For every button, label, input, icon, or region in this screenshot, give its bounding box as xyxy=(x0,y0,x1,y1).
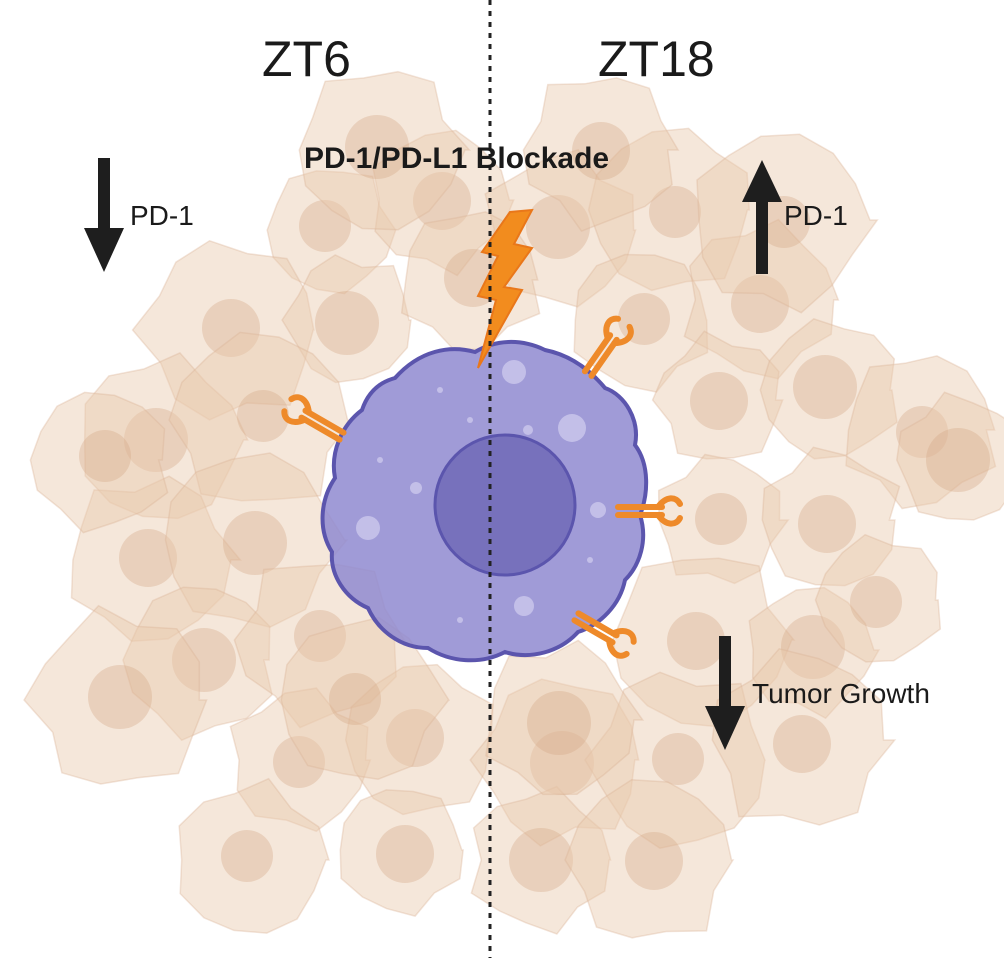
tumor-cell xyxy=(280,616,451,780)
tumor-cell-nucleus xyxy=(527,691,591,755)
tumor-cell xyxy=(696,133,879,314)
tumor-cell xyxy=(122,586,273,742)
tumor-cell xyxy=(469,678,640,847)
tumor-cell-nucleus xyxy=(773,715,831,773)
tumor-cell xyxy=(761,446,901,587)
tumor-cell-nucleus xyxy=(690,372,748,430)
tumor-cell xyxy=(683,218,840,380)
tumor-cell xyxy=(748,586,881,720)
left-marker-label: PD-1 xyxy=(130,200,194,231)
tumor-cell xyxy=(131,239,315,421)
tumor-cell xyxy=(651,330,784,460)
tumor-cell-nucleus xyxy=(758,196,810,248)
tumor-cell xyxy=(23,604,208,785)
tumor-cell-nucleus xyxy=(345,115,409,179)
tumor-cell xyxy=(522,77,680,233)
tumor-cell-nucleus xyxy=(667,612,725,670)
tumor-cell-cluster xyxy=(23,70,1004,939)
tumor-cell-nucleus xyxy=(652,733,704,785)
left-pd1-down-arrow-icon xyxy=(84,158,124,272)
tumor-cell-nucleus xyxy=(202,299,260,357)
tumor-cell xyxy=(70,475,242,642)
tumor-cell-nucleus xyxy=(88,665,152,729)
tumor-cell-nucleus xyxy=(124,408,188,472)
tumor-cell-nucleus xyxy=(731,275,789,333)
treatment-label: PD-1/PD-L1 Blockade xyxy=(304,142,610,175)
tumor-cell xyxy=(164,452,349,628)
left-time-label: ZT6 xyxy=(262,31,351,87)
t-cell-vesicles xyxy=(356,360,606,623)
lightning-icon xyxy=(476,208,534,369)
tumor-cell-nucleus xyxy=(119,529,177,587)
tumor-cell xyxy=(814,533,942,663)
tumor-cell-nucleus xyxy=(793,355,857,419)
tumor-cell-nucleus xyxy=(221,830,273,882)
tumor-cell-nucleus xyxy=(530,731,594,795)
t-cell-nucleus xyxy=(433,433,577,577)
tumor-cell-nucleus xyxy=(329,673,381,725)
tumor-cell xyxy=(564,779,735,939)
tumor-cell-nucleus xyxy=(294,610,346,662)
tumor-cell xyxy=(759,318,898,460)
tumor-cell xyxy=(83,351,249,520)
tumor-cell-nucleus xyxy=(79,430,131,482)
tumor-cell xyxy=(298,70,472,231)
tumor-cell-nucleus xyxy=(572,122,630,180)
tumor-cell-nucleus xyxy=(798,495,856,553)
tumor-cell-nucleus xyxy=(299,200,351,252)
tumor-cell xyxy=(485,639,645,796)
tumor-cell xyxy=(168,331,354,502)
tumor-cell-nucleus xyxy=(223,511,287,575)
tumor-cell-nucleus xyxy=(649,186,701,238)
tumor-cell xyxy=(587,127,751,292)
tumor-cell xyxy=(178,777,330,934)
tumor-cell xyxy=(344,663,494,816)
tumor-cell-nucleus xyxy=(273,736,325,788)
outcome-label: Tumor Growth xyxy=(752,678,930,709)
tumor-cell-nucleus xyxy=(413,172,471,230)
tumor-cell-nucleus xyxy=(526,195,590,259)
right-marker-label: PD-1 xyxy=(784,200,848,231)
tumor-cell-nucleus xyxy=(695,493,747,545)
tumor-cell xyxy=(470,785,612,935)
tumor-cell xyxy=(845,355,997,510)
tumor-cell xyxy=(229,687,372,833)
tumor-cell xyxy=(339,789,464,917)
right-pd1-up-arrow-icon xyxy=(742,160,782,274)
tumor-cell-nucleus xyxy=(926,428,990,492)
right-time-label: ZT18 xyxy=(598,31,715,87)
tumor-cell xyxy=(281,254,412,384)
tumor-cell xyxy=(896,391,1004,521)
tumor-cell-nucleus xyxy=(781,615,845,679)
t-cell xyxy=(320,339,649,663)
tumor-cell-nucleus xyxy=(386,709,444,767)
tumor-cell-nucleus xyxy=(896,406,948,458)
tumor-growth-down-arrow-icon xyxy=(705,636,745,750)
tumor-cell-nucleus xyxy=(237,390,289,442)
tumor-cell-nucleus xyxy=(850,576,902,628)
tumor-cell-nucleus xyxy=(625,832,683,890)
tumor-cell-nucleus xyxy=(376,825,434,883)
tumor-cell xyxy=(29,391,169,534)
tumor-cell-nucleus xyxy=(315,291,379,355)
tumor-cell xyxy=(266,170,397,295)
tumor-cell-nucleus xyxy=(509,828,573,892)
tumor-cell-nucleus xyxy=(172,628,236,692)
tumor-cell xyxy=(372,129,515,277)
